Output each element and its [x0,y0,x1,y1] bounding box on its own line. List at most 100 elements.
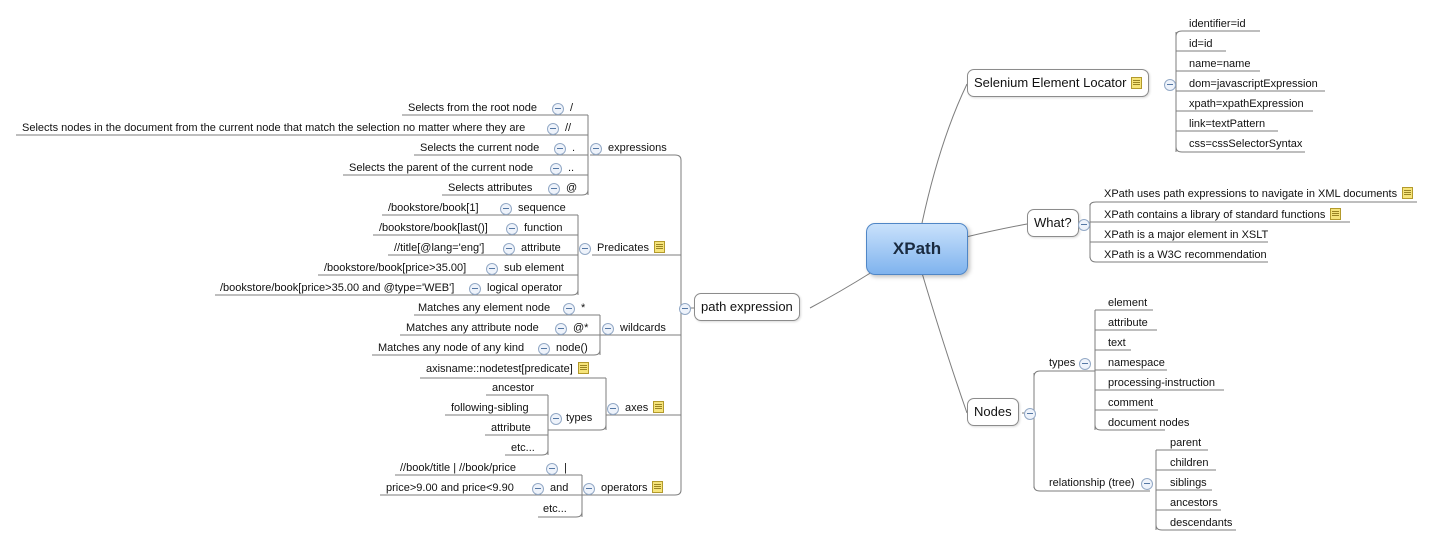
nodes-node[interactable]: Nodes [967,398,1019,426]
axes-types-label: types [566,412,593,424]
predicate-kind: logical operator [487,282,563,294]
wildcard-desc: Matches any attribute node [406,322,539,334]
relationship-item: ancestors [1170,497,1218,509]
relationship-item: children [1170,457,1209,469]
expression-desc: Selects from the root node [408,102,538,114]
collapse-icon[interactable] [555,323,567,335]
note-icon[interactable] [1131,77,1143,89]
operator-symbol: and [550,482,569,494]
predicate-kind: function [524,222,563,234]
node-type-item: attribute [1108,317,1148,329]
note-icon[interactable] [1402,187,1414,199]
collapse-icon[interactable] [590,143,602,155]
axes-text: axes [625,402,649,414]
predicate-expr: /bookstore/book[1] [388,202,479,214]
collapse-icon[interactable] [1024,408,1036,420]
operator-desc: //book/title | //book/price [400,462,516,474]
wildcard-desc: Matches any element node [418,302,551,314]
predicate-kind: attribute [521,242,561,254]
note-icon[interactable] [653,241,665,253]
expression-desc: Selects the parent of the current node [349,162,534,174]
node-type-item: document nodes [1108,417,1190,429]
expression-symbol: @ [566,182,578,194]
what-item-text: XPath uses path expressions to navigate … [1104,188,1398,200]
collapse-icon[interactable] [506,223,518,235]
collapse-icon[interactable] [602,323,614,335]
connector-selenium [921,83,968,224]
node-type-item: text [1108,337,1126,349]
predicates-text: Predicates [597,242,649,254]
wildcard-symbol: * [581,302,586,314]
expression-desc: Selects nodes in the document from the c… [22,122,526,134]
collapse-icon[interactable] [679,303,691,315]
relationship-item: descendants [1170,517,1233,529]
axis-type-item: attribute [491,422,531,434]
predicate-kind: sub element [504,262,564,274]
collapse-icon[interactable] [1079,358,1091,370]
predicate-expr: //title[@lang='eng'] [394,242,485,254]
selenium-item: name=name [1189,58,1251,70]
what-item-text: XPath contains a library of standard fun… [1104,209,1326,221]
selenium-item: dom=javascriptExpression [1189,78,1318,90]
note-icon[interactable] [652,481,664,493]
collapse-icon[interactable] [546,463,558,475]
collapse-icon[interactable] [554,143,566,155]
predicate-expr: /bookstore/book[last()] [379,222,488,234]
operators-text: operators [601,482,648,494]
collapse-icon[interactable] [486,263,498,275]
expression-symbol: .. [568,162,575,174]
collapse-icon[interactable] [547,123,559,135]
collapse-icon[interactable] [503,243,515,255]
collapse-icon[interactable] [1141,478,1153,490]
selenium-label: Selenium Element Locator [974,75,1127,90]
connector-what [965,223,1028,238]
collapse-icon[interactable] [532,483,544,495]
expression-desc: Selects attributes [448,182,533,194]
note-icon[interactable] [577,362,589,374]
node-type-item: namespace [1108,357,1165,369]
axis-type-item: following-sibling [451,402,529,414]
collapse-icon[interactable] [1078,219,1090,231]
connector-path-expression [809,271,873,309]
axes-label: axes [625,401,665,415]
selenium-item: xpath=xpathExpression [1189,98,1304,110]
note-icon[interactable] [653,401,665,413]
note-icon[interactable] [1330,208,1342,220]
wildcard-symbol: node() [556,342,588,354]
collapse-icon[interactable] [579,243,591,255]
wildcard-symbol: @* [573,322,589,334]
operator-symbol: | [564,462,567,474]
relationship-item: siblings [1170,477,1207,489]
collapse-icon[interactable] [550,413,562,425]
collapse-icon[interactable] [583,483,595,495]
collapse-icon[interactable] [469,283,481,295]
collapse-icon[interactable] [1164,79,1176,91]
expression-desc: Selects the current node [420,142,540,154]
selenium-item: id=id [1189,38,1213,50]
collapse-icon[interactable] [538,343,550,355]
selenium-item: identifier=id [1189,18,1246,30]
central-topic[interactable]: XPath [866,223,968,275]
what-item: XPath is a W3C recommendation [1104,249,1267,261]
collapse-icon[interactable] [607,403,619,415]
nodes-types-label: types [1049,357,1076,369]
collapse-icon[interactable] [548,183,560,195]
what-node[interactable]: What? [1027,209,1079,237]
path-expression-node[interactable]: path expression [694,293,800,321]
node-type-item: comment [1108,397,1154,409]
axes-syntax-text: axisname::nodetest[predicate] [426,363,573,375]
operator-etc: etc... [543,503,567,515]
collapse-icon[interactable] [550,163,562,175]
expression-symbol: . [572,142,576,154]
what-item: XPath is a major element in XSLT [1104,229,1269,241]
collapse-icon[interactable] [500,203,512,215]
collapse-icon[interactable] [563,303,575,315]
collapse-icon[interactable] [552,103,564,115]
axis-type-item: etc... [511,442,535,454]
expression-symbol: / [570,102,574,114]
operators-label: operators [601,481,664,495]
selenium-element-locator-node[interactable]: Selenium Element Locator [967,69,1150,97]
expressions-label: expressions [608,142,667,154]
what-item: XPath contains a library of standard fun… [1104,208,1342,222]
